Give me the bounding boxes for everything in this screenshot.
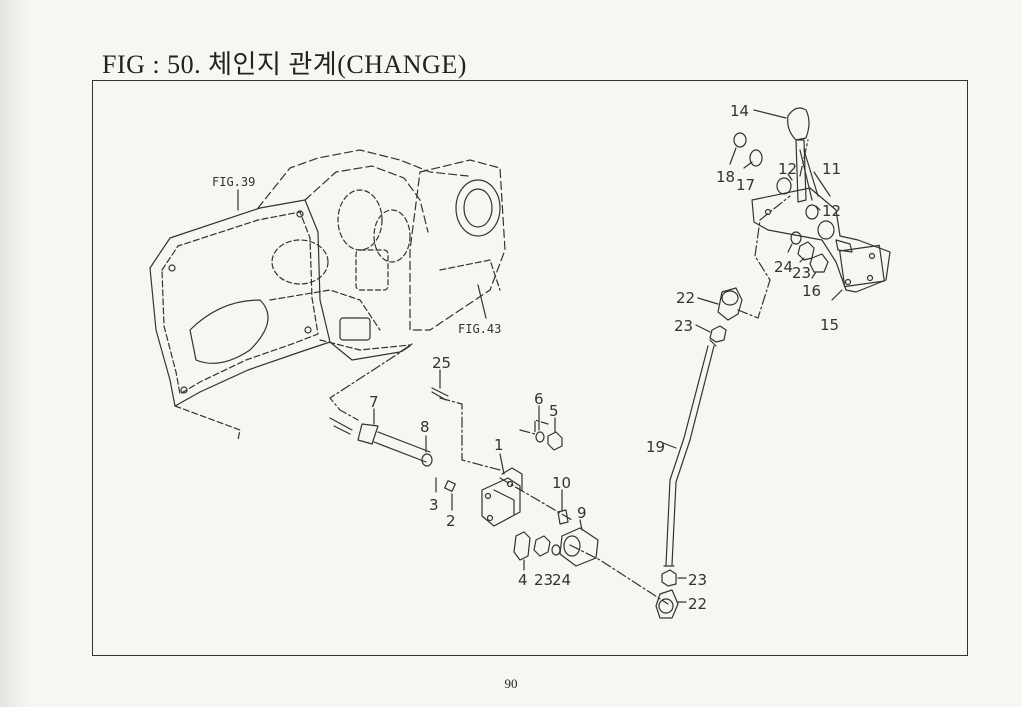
callout-12b: 12: [822, 202, 841, 220]
callout-24b: 24: [774, 258, 793, 276]
part-22-ball-joint-upper: [697, 287, 743, 321]
part-23-nut-bottom: [661, 569, 677, 587]
scan-edge: [0, 0, 30, 707]
callout-23b: 23: [534, 571, 553, 589]
callout-7: 7: [369, 393, 379, 411]
figure-title: FIG : 50. 체인지 관계(CHANGE): [102, 50, 467, 79]
callout-8: 8: [420, 418, 430, 436]
part-25-stud: [431, 369, 449, 401]
part-4-bolt: [513, 531, 531, 561]
callout-23c: 23: [688, 571, 707, 589]
callout-23d: 23: [792, 264, 811, 282]
part-24-washer-lower: [551, 544, 561, 556]
part-5-nut: [547, 431, 563, 451]
callout-1: 1: [494, 436, 504, 454]
callout-6: 6: [534, 390, 544, 408]
callout-19: 19: [646, 438, 665, 456]
part-7-shift-shaft: [329, 408, 431, 463]
callout-24a: 24: [552, 571, 571, 589]
callout-17: 17: [736, 176, 755, 194]
callout-22b: 22: [688, 595, 707, 613]
callout-14: 14: [730, 102, 749, 120]
callout-15: 15: [820, 316, 839, 334]
transmission-housing-drawing: [149, 149, 506, 441]
part-8-o-ring: [421, 453, 433, 467]
callout-22a: 22: [676, 289, 695, 307]
callout-25: 25: [432, 354, 451, 372]
ref-fig39-label: FIG.39: [212, 175, 255, 189]
callout-18: 18: [716, 168, 735, 186]
callout-4: 4: [518, 571, 528, 589]
part-23-nut-upper: [709, 325, 727, 343]
part-9-lever: [559, 519, 599, 567]
part-22-ball-joint-lower: [655, 589, 687, 619]
shift-lever-assembly: [729, 107, 891, 301]
ref-fig43-label: FIG.43: [458, 322, 501, 336]
page-number: 90: [504, 676, 518, 691]
callout-23a: 23: [674, 317, 693, 335]
part-2-pin: [444, 480, 456, 492]
callout-3: 3: [429, 496, 439, 514]
callout-12a: 12: [778, 160, 797, 178]
part-1-shift-housing: [481, 453, 523, 527]
callout-2: 2: [446, 512, 456, 530]
callout-16: 16: [802, 282, 821, 300]
part-6-washer: [535, 431, 545, 443]
callout-5: 5: [549, 402, 559, 420]
callout-11: 11: [822, 160, 841, 178]
part-23-nut-lower: [533, 535, 551, 557]
part-10-bolt: [557, 509, 569, 525]
diagram-frame: [92, 80, 968, 656]
part-19-control-rod: [662, 339, 717, 567]
callout-9: 9: [577, 504, 587, 522]
callout-10: 10: [552, 474, 571, 492]
